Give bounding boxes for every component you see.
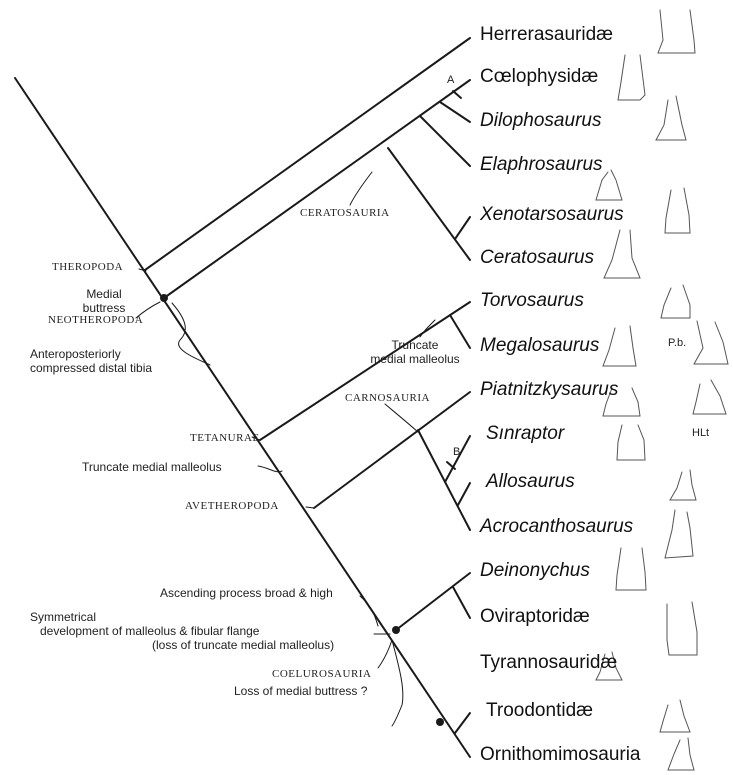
char-truncate-right-line2: medial malleolus [370,352,460,366]
taxon-torvosaurus: Torvosaurus [480,290,584,312]
char-symmetrical-line3: (loss of truncate medial malleolus) [30,638,334,652]
tibia-megalosaurus-icon [603,326,636,366]
clade-avetheropoda: AVETHEROPODA [185,500,279,512]
tibia-dilophosaurus-icon [656,96,686,140]
taxon-ceratosaurus: Ceratosaurus [480,247,594,269]
taxon-herrerasauridae: Herrerasauridæ [480,24,613,46]
tibia-herrerasauridae-icon [658,10,695,53]
tibia-ceratosaurus-icon [604,230,640,278]
char-compressed-line1: Anteroposteriorly [30,347,206,361]
branch-carnosauria [418,430,470,530]
tibia-coelophysidae-icon [618,55,645,100]
marker-a-tick [453,91,461,98]
leader-ascending [360,596,378,626]
marker-a: A [447,73,454,87]
clade-coelurosauria: COELUROSAURIA [272,668,371,680]
char-truncate-right-line1: Truncate [370,338,460,352]
tibia-hlt-icon [693,380,726,414]
char-truncate-right: Truncate medial malleolus [370,338,460,366]
char-truncate-left: Truncate medial malleolus [82,460,222,474]
tibia-ornithomimosauria-icon [668,738,694,770]
branch-elaphrosaurus [420,116,470,166]
taxon-deinonychus: Deinonychus [480,560,590,582]
label-hlt: HLt [692,426,709,440]
clade-theropoda: THEROPODA [52,261,123,273]
tibia-pb-icon [694,321,728,364]
branch-dilophosaurus [440,102,470,122]
branch-herrerasauridae [145,38,470,270]
clade-carnosauria: CARNOSAURIA [345,392,430,404]
branch-neotheropoda [164,80,470,298]
char-compressed-line2: compressed distal tibia [30,361,206,375]
taxon-elaphrosaurus: Elaphrosaurus [480,154,603,176]
branch-troodontidae [455,713,470,733]
taxon-dilophosaurus: Dilophosaurus [480,110,601,132]
taxon-sinraptor: Sınraptor [486,423,564,445]
char-ascending: Ascending process broad & high [160,586,333,600]
taxon-xenotarsosaurus: Xenotarsosaurus [480,204,624,226]
taxon-ornithomimosauria: Ornithomimosauria [480,744,641,766]
marker-b: B [453,445,460,459]
char-medial-buttress-line1: Medial [74,287,134,301]
tibia-allosaurus-icon [670,470,696,500]
taxon-megalosaurus: Megalosaurus [480,335,599,357]
char-symmetrical: Symmetrical development of malleolus & f… [30,610,334,652]
char-medial-buttress-line2: buttress [74,301,134,315]
taxon-allosaurus: Allosaurus [486,471,575,493]
leader-avetheropoda [306,507,314,508]
char-loss-buttress: Loss of medial buttress ? [234,684,367,698]
branch-sinraptor [445,436,470,482]
tibia-torvosaurus-icon [661,285,690,318]
branch-tetanurae [260,302,470,440]
branch-deinonychus [396,573,470,630]
tibia-xenotarsosaurus-icon [665,188,690,233]
branch-allosaurus [458,483,470,505]
clade-tetanurae: TETANURAE [190,432,260,444]
char-symmetrical-line2: development of malleolus & fibular flang… [30,624,334,638]
clade-neotheropoda: NEOTHEROPODA [48,314,143,326]
leader-ceratosauria [350,172,372,205]
taxon-acrocanthosaurus: Acrocanthosaurus [480,516,633,538]
leader-coelurosauria [378,640,392,668]
tibia-deinonychus-icon [616,548,646,590]
clade-ceratosauria: CERATOSAURIA [300,207,390,219]
tibia-troodontidae-icon [660,700,690,732]
branch-xenotarsosaurus [455,217,470,239]
tibia-sinraptor-icon [617,425,645,460]
branch-ceratosauria [388,148,470,260]
taxon-tyrannosauridae: Tyrannosauridæ [480,652,617,674]
label-pb: P.b. [668,336,686,350]
char-medial-buttress: Medial buttress [74,287,134,315]
char-compressed: Anteroposteriorly compressed distal tibi… [30,347,206,375]
taxon-troodontidae: Troodontidæ [486,700,593,722]
branch-oviraptoridae [453,587,470,618]
char-symmetrical-line1: Symmetrical [30,610,334,624]
leader-carnosauria [385,404,418,432]
node-lower [436,718,444,726]
taxon-coelophysidae: Cœlophysidæ [480,66,598,88]
leader-truncate-right [420,320,435,337]
node-coelurosauria [392,626,400,634]
taxon-piatnitzkysaurus: Piatnitzkysaurus [480,379,618,401]
node-neotheropoda [160,294,168,302]
tibia-oviraptoridae-icon [667,602,697,655]
tibia-acrocanthosaurus-icon [665,510,693,558]
taxon-oviraptoridae: Oviraptoridæ [480,606,590,628]
